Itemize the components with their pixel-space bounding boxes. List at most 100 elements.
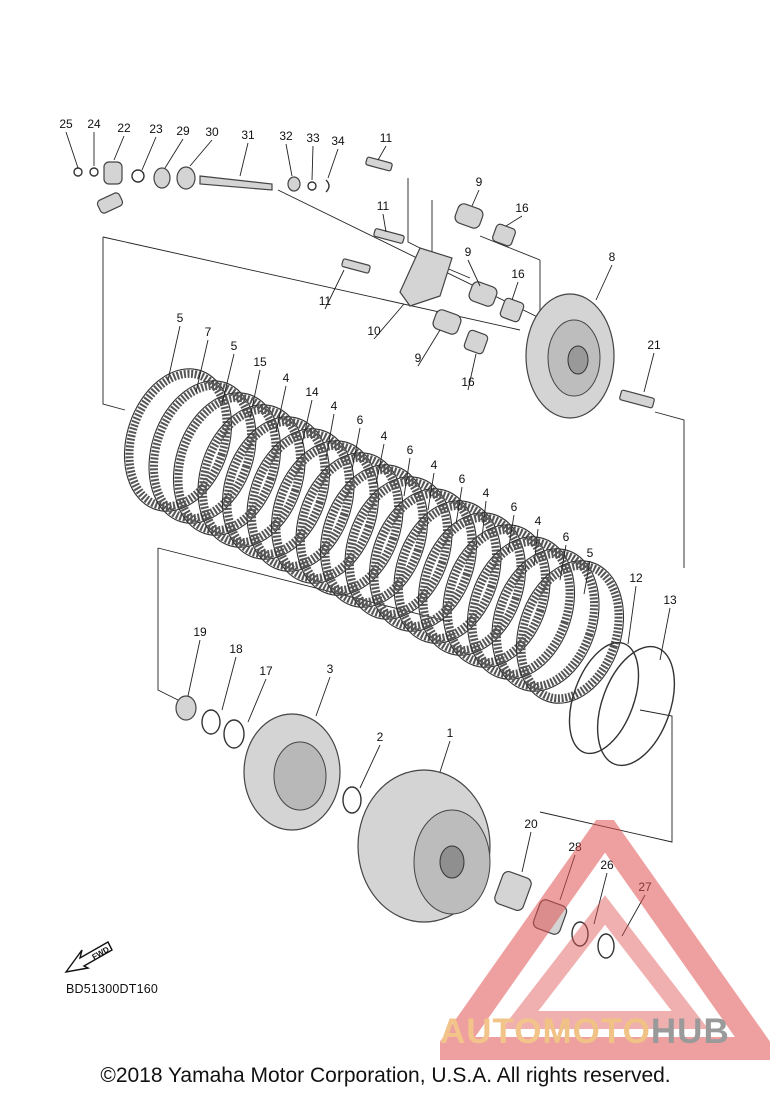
callout-number: 6 <box>511 500 518 514</box>
callout-number: 15 <box>253 355 267 369</box>
clutch-plate-edge <box>148 380 257 524</box>
callout-leader <box>325 413 335 459</box>
clutch-plate-edge <box>393 500 502 644</box>
callout-number: 4 <box>483 486 490 500</box>
callout-leader <box>627 585 637 645</box>
callout-leader <box>275 385 287 433</box>
callout-number: 6 <box>563 530 570 544</box>
callout-leader <box>359 744 381 789</box>
clip-34 <box>325 179 330 193</box>
callout-number: 11 <box>380 131 393 145</box>
callout-number: 2 <box>377 730 384 744</box>
callout-number: 24 <box>87 117 101 131</box>
callout-leader <box>311 145 314 181</box>
callout-leader <box>189 139 213 167</box>
callout-number: 22 <box>117 121 131 135</box>
callout-leader <box>583 560 591 595</box>
wire-ring-12 <box>568 641 640 755</box>
callout-number: 33 <box>306 131 320 145</box>
lower-frame-left <box>157 548 179 701</box>
callout-number: 14 <box>305 385 319 399</box>
clutch-plate-edge <box>246 428 355 572</box>
callout-leader <box>315 676 331 717</box>
callout-leader <box>467 259 481 287</box>
clutch-plate-edge <box>368 488 478 632</box>
callout-leader <box>375 443 385 485</box>
callout-number: 5 <box>231 339 238 353</box>
callout-number: 9 <box>415 351 422 365</box>
watermark-brand: AUTOMOTOHUB <box>440 1012 730 1052</box>
callout-leader <box>593 872 608 925</box>
push-rod-31 <box>199 175 273 191</box>
clutch-boss-center <box>273 741 327 811</box>
callout-number: 19 <box>193 625 207 639</box>
wire-ring-13 <box>596 645 676 767</box>
spring-9-b <box>468 281 498 307</box>
lever-arm-22 <box>96 192 124 214</box>
clutch-plate <box>419 513 525 655</box>
retainer-16-c <box>463 329 489 355</box>
callout-leader <box>439 740 451 773</box>
callout-number: 23 <box>149 122 163 136</box>
callout-leader <box>327 148 339 179</box>
callout-leader <box>167 325 181 381</box>
clutch-plate <box>517 561 623 703</box>
callout-number: 21 <box>647 338 661 352</box>
callout-number: 9 <box>476 175 483 189</box>
callout-number: 8 <box>609 250 616 264</box>
clutch-plate <box>345 477 452 619</box>
callout-leader <box>471 189 480 207</box>
bearing-30 <box>176 166 196 190</box>
clip-23 <box>131 169 145 183</box>
small-parts-group <box>73 161 330 214</box>
callout-leader <box>427 472 435 511</box>
clutch-plate <box>443 525 550 667</box>
callout-leader <box>467 353 477 391</box>
clutch-plate-edge <box>221 416 331 560</box>
diagram-code: BD51300DT160 <box>66 982 159 996</box>
callout-leader <box>351 427 361 471</box>
pressure-plate-hub <box>567 345 589 375</box>
callout-leader <box>559 544 567 581</box>
callout-number: 11 <box>377 199 390 213</box>
clutch-plate-edge <box>172 392 282 536</box>
brand-part-hub: HUB <box>650 1012 730 1051</box>
clutch-plate <box>492 549 599 691</box>
spring-9-a <box>454 203 484 229</box>
callout-number: 26 <box>600 858 614 872</box>
bolt-11-c <box>341 258 371 274</box>
callout-number: 25 <box>59 117 73 131</box>
clutch-plate-edge <box>197 404 306 548</box>
callout-leader <box>187 639 201 697</box>
washer-26 <box>571 921 589 947</box>
callout-leader <box>403 457 411 497</box>
callout-leader <box>521 831 532 873</box>
clutch-plate <box>247 429 354 571</box>
pressure-plate-8 <box>525 293 615 419</box>
clutch-plate <box>174 393 280 535</box>
springs-group <box>432 203 525 355</box>
callout-leader <box>455 486 463 525</box>
bolt-11-b <box>373 228 405 244</box>
lower-parts-group <box>175 695 615 959</box>
plate-10 <box>399 247 453 307</box>
clutch-plate-edge <box>270 440 380 584</box>
washer-2 <box>342 786 362 814</box>
callout-leader <box>505 215 523 227</box>
clutch-plate <box>272 441 378 583</box>
clutch-plate-edge <box>319 464 429 608</box>
callout-leader <box>373 303 405 340</box>
clutch-plate <box>370 489 476 631</box>
clutch-plate-edge <box>442 524 551 668</box>
callout-number: 4 <box>431 458 438 472</box>
callout-leader <box>113 135 125 161</box>
washer-25 <box>73 167 83 177</box>
housing-hub-1 <box>439 845 465 879</box>
callout-number: 12 <box>629 571 643 585</box>
callout-leader <box>643 352 655 393</box>
callout-leader <box>382 213 387 233</box>
callout-number: 16 <box>515 201 529 215</box>
callout-leader <box>247 678 267 723</box>
callout-number: 4 <box>331 399 338 413</box>
callout-leader <box>324 269 345 310</box>
